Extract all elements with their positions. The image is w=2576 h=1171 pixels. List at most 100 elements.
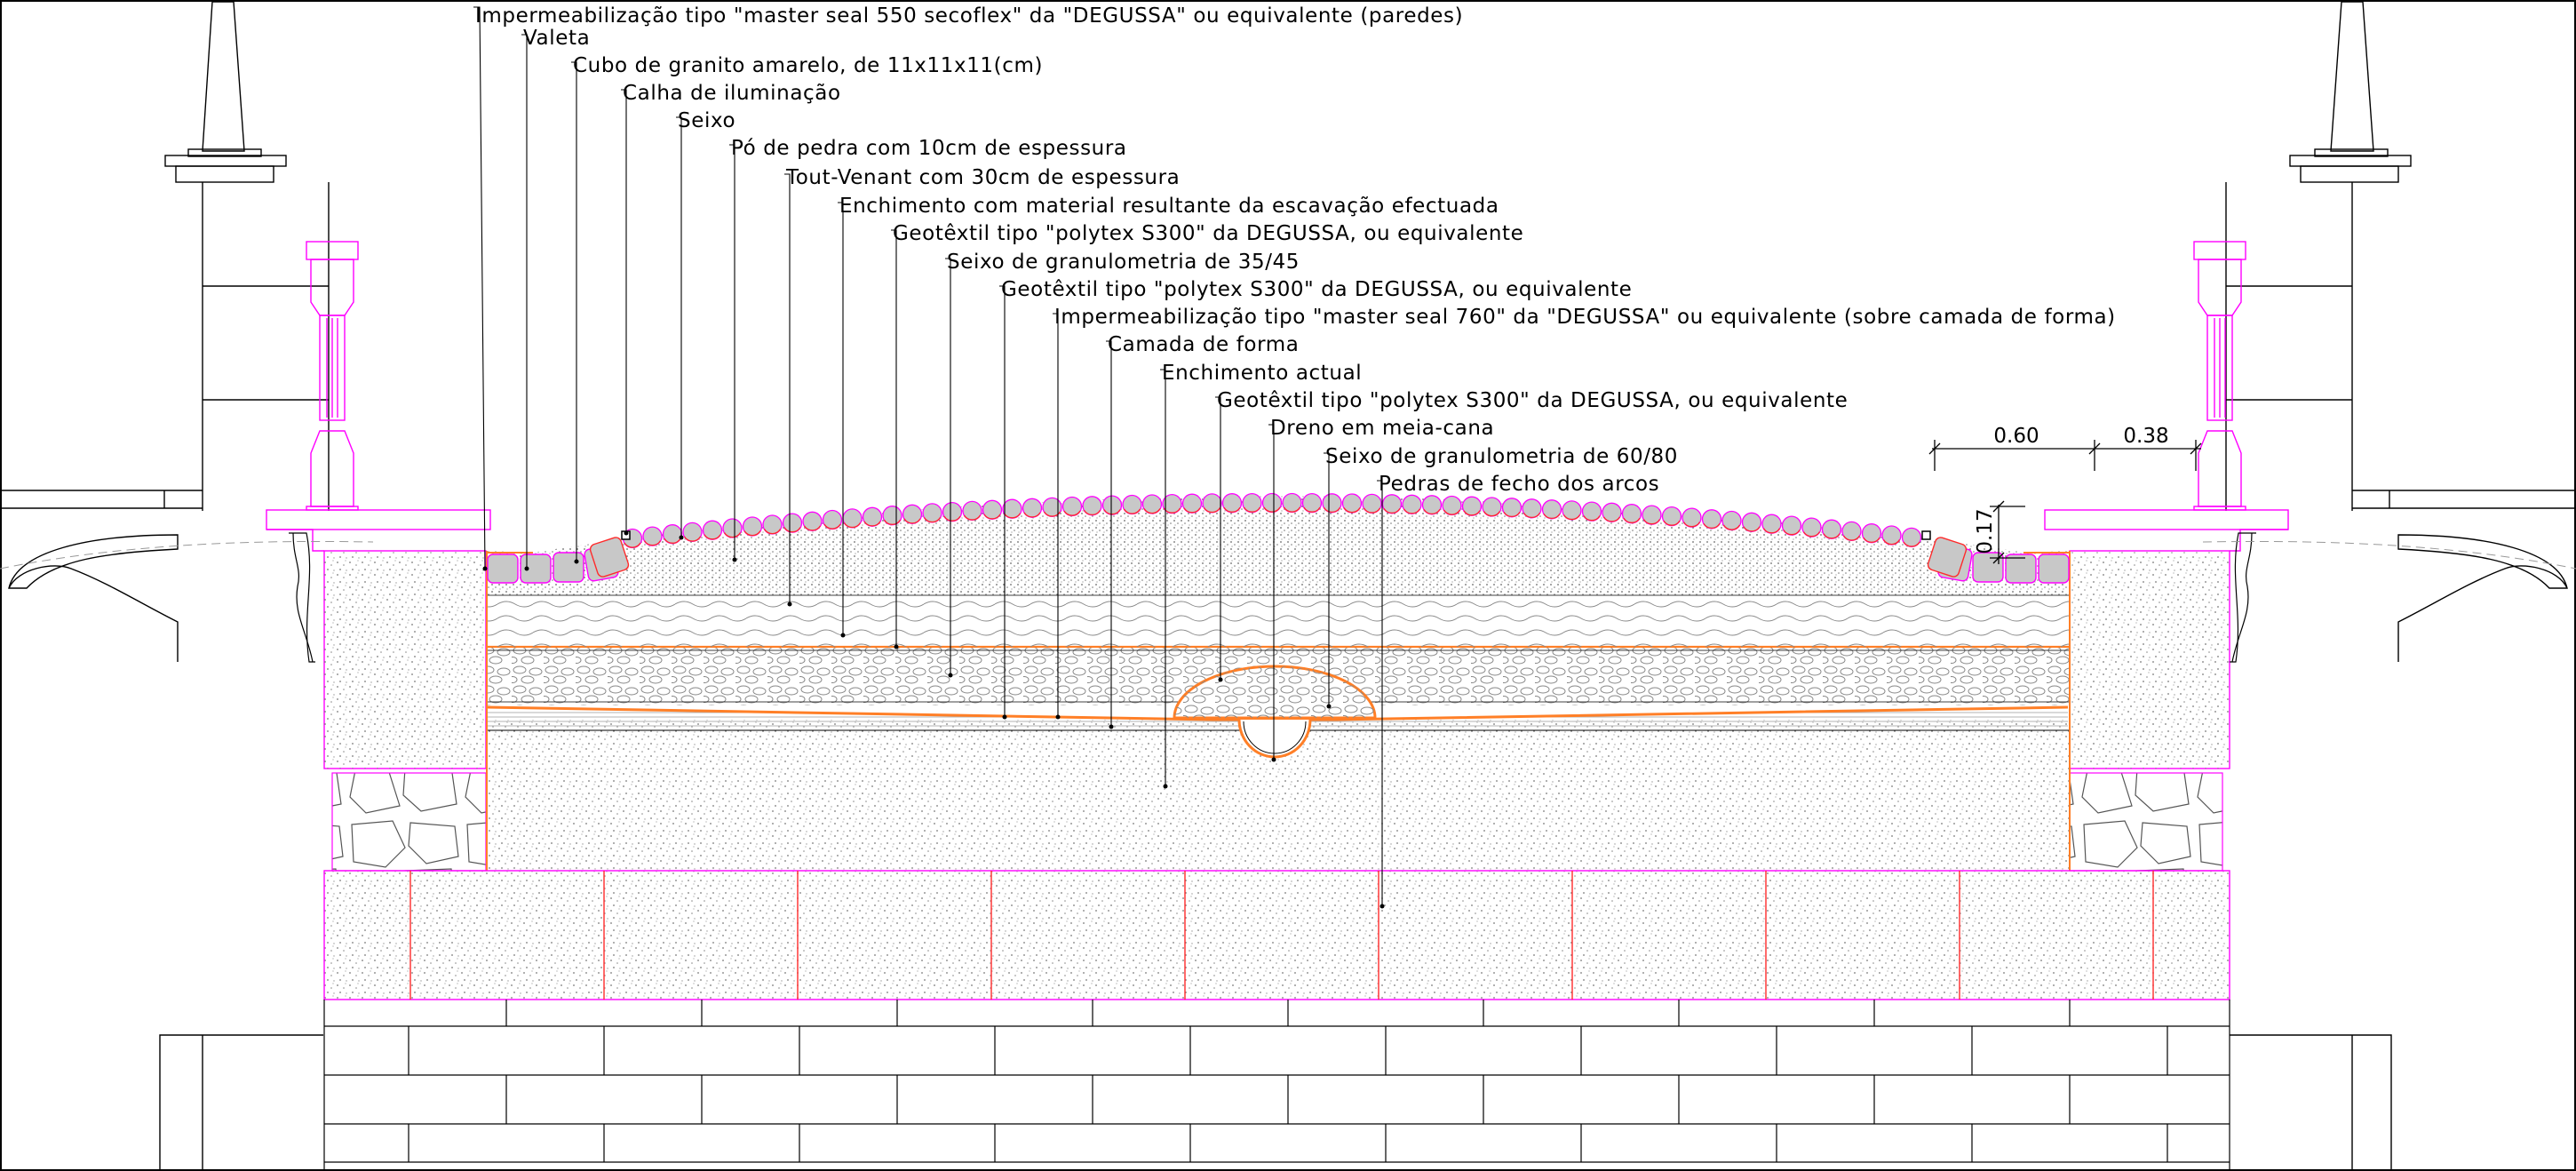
label-geotextile-upper: Geotêxtil tipo "polytex S300" da DEGUSSA… xyxy=(893,222,1523,245)
label-granite-cobble: Cubo de granito amarelo, de 11x11x11(cm) xyxy=(573,54,1043,77)
cobble-stone-edge xyxy=(1203,507,1221,514)
formation-layer xyxy=(487,706,2068,730)
cobble-stone-edge xyxy=(1602,516,1621,522)
cobble-stone-edge xyxy=(1003,513,1022,519)
dimension-0-38: 0.38 xyxy=(2123,425,2168,448)
right-cornice xyxy=(2044,509,2289,769)
cobble-stone-edge xyxy=(823,523,841,530)
cobble-stone-edge xyxy=(1043,511,1061,517)
excavation-fill-layer xyxy=(487,595,2070,647)
cobble-stone-edge xyxy=(983,514,1001,520)
cobble-stone-edge xyxy=(1863,537,1880,543)
cobble-stone-edge xyxy=(1583,515,1601,522)
half-pipe-drain xyxy=(1173,665,1377,759)
cobble-stone-edge xyxy=(1663,520,1681,526)
left-parapet xyxy=(0,1,330,1169)
right-baluster xyxy=(2193,241,2246,511)
gutter-cobbles-right xyxy=(1927,537,2070,584)
left-cornice xyxy=(266,509,491,769)
cobble-stone-edge xyxy=(643,540,662,546)
cobble-stone-edge xyxy=(1323,506,1341,513)
cobble-stone-edge xyxy=(723,532,742,538)
cobble-stone-edge xyxy=(1103,509,1121,515)
label-formation-layer: Camada de forma xyxy=(1108,333,1299,356)
cobble-stone-edge xyxy=(1682,522,1701,528)
cobble-stone-edge xyxy=(1363,507,1381,514)
cobble-stone-edge xyxy=(1243,506,1261,513)
right-cornice-bracket xyxy=(2230,532,2256,663)
label-existing-fill: Enchimento actual xyxy=(1162,362,1362,385)
label-stone-dust: Pó de pedra com 10cm de espessura xyxy=(731,137,1127,160)
cobble-stone-edge xyxy=(1023,512,1041,518)
cobble-stone-edge xyxy=(1403,508,1421,514)
cobble-stone-edge xyxy=(1562,514,1581,521)
cobble-stone-edge xyxy=(1383,507,1401,514)
cobble-stone-edge xyxy=(1783,530,1801,536)
cobble-stone-edge xyxy=(863,521,881,527)
cobble-stone-edge xyxy=(1523,512,1541,518)
cobble-stone-edge xyxy=(1543,513,1561,519)
cobble-stone-edge xyxy=(1083,509,1101,515)
cobble-stone-edge xyxy=(1703,522,1721,529)
cobble-stone-edge xyxy=(783,527,801,533)
label-tout-venant: Tout-Venant com 30cm de espessura xyxy=(785,166,1180,189)
cobble-stone-edge xyxy=(883,519,902,525)
cobble-stone-edge xyxy=(1882,539,1901,546)
right-parapet xyxy=(2225,1,2576,1169)
granite-cobble-paving xyxy=(622,492,1922,549)
label-gutter: Valeta xyxy=(523,27,590,50)
cobble-stone-edge xyxy=(903,518,921,524)
cobble-stone-edge xyxy=(1722,524,1741,530)
masonry-wall xyxy=(323,1000,2230,1169)
left-cornice-bracket xyxy=(289,532,315,663)
cobble-stone-edge xyxy=(1463,510,1481,516)
label-lighting-channel: Calha de iluminação xyxy=(623,82,841,105)
cobble-stone-edge xyxy=(963,514,982,521)
leader-lines xyxy=(473,6,1383,906)
cobble-stone-edge xyxy=(1143,508,1161,514)
cobble-stone-edge xyxy=(1263,506,1281,513)
cobble-stone-edge xyxy=(1483,511,1501,517)
cobble-stone-edge xyxy=(1343,507,1361,514)
label-half-pipe-drain: Dreno em meia-cana xyxy=(1270,417,1494,440)
left-baluster xyxy=(306,241,359,511)
leader-dots xyxy=(482,530,1385,909)
cobble-stone-edge xyxy=(624,542,641,548)
label-wall-waterproofing: Impermeabilização tipo "master seal 550 … xyxy=(475,4,1463,28)
label-arch-keystones: Pedras de fecho dos arcos xyxy=(1379,473,1659,496)
cobble-stone-edge xyxy=(1123,508,1141,514)
cobble-stone-edge xyxy=(1183,507,1201,514)
cobble-stone-edge xyxy=(1503,511,1521,517)
right-rubble-masonry xyxy=(2069,772,2223,872)
label-pebble: Seixo xyxy=(678,109,735,132)
cobble-stone-edge xyxy=(743,530,761,537)
dimension-lines xyxy=(1928,440,2202,564)
cobble-stone-edge xyxy=(763,529,782,535)
label-gravel-60-80: Seixo de granulometria de 60/80 xyxy=(1325,445,1678,468)
cobble-stone-edge xyxy=(1842,535,1861,541)
dimension-0-60: 0.60 xyxy=(1993,425,2039,448)
cobble-stone-edge xyxy=(683,536,702,542)
cobble-stone-edge xyxy=(1823,533,1841,539)
cobble-stone-edge xyxy=(1903,541,1920,547)
label-formation-waterproofing: Impermeabilização tipo "master seal 760"… xyxy=(1054,306,2116,329)
annotation-labels: Impermeabilização tipo "master seal 550 … xyxy=(475,4,2116,496)
cobble-stone-edge xyxy=(1743,526,1761,532)
lighting-channel-right xyxy=(1921,530,1931,540)
cobble-stone-edge xyxy=(1802,531,1821,538)
label-geotextile-lower: Geotêxtil tipo "polytex S300" da DEGUSSA… xyxy=(1217,389,1848,412)
label-geotextile-middle: Geotêxtil tipo "polytex S300" da DEGUSSA… xyxy=(1001,278,1632,301)
cobble-stone-edge xyxy=(923,517,942,523)
cobble-stone-edge xyxy=(943,515,961,522)
cobble-stone-edge xyxy=(1642,519,1661,525)
cobble-stone-edge xyxy=(1423,508,1441,514)
arch-keystones xyxy=(323,870,2230,1000)
cobble-stone-edge xyxy=(1623,517,1641,523)
cobble-stone-edge xyxy=(1762,528,1781,534)
cobble-stone-edge xyxy=(803,525,822,531)
left-rubble-masonry xyxy=(331,772,487,872)
cobble-stone-edge xyxy=(1063,510,1081,516)
dimension-0-17: 0.17 xyxy=(1974,508,1997,554)
